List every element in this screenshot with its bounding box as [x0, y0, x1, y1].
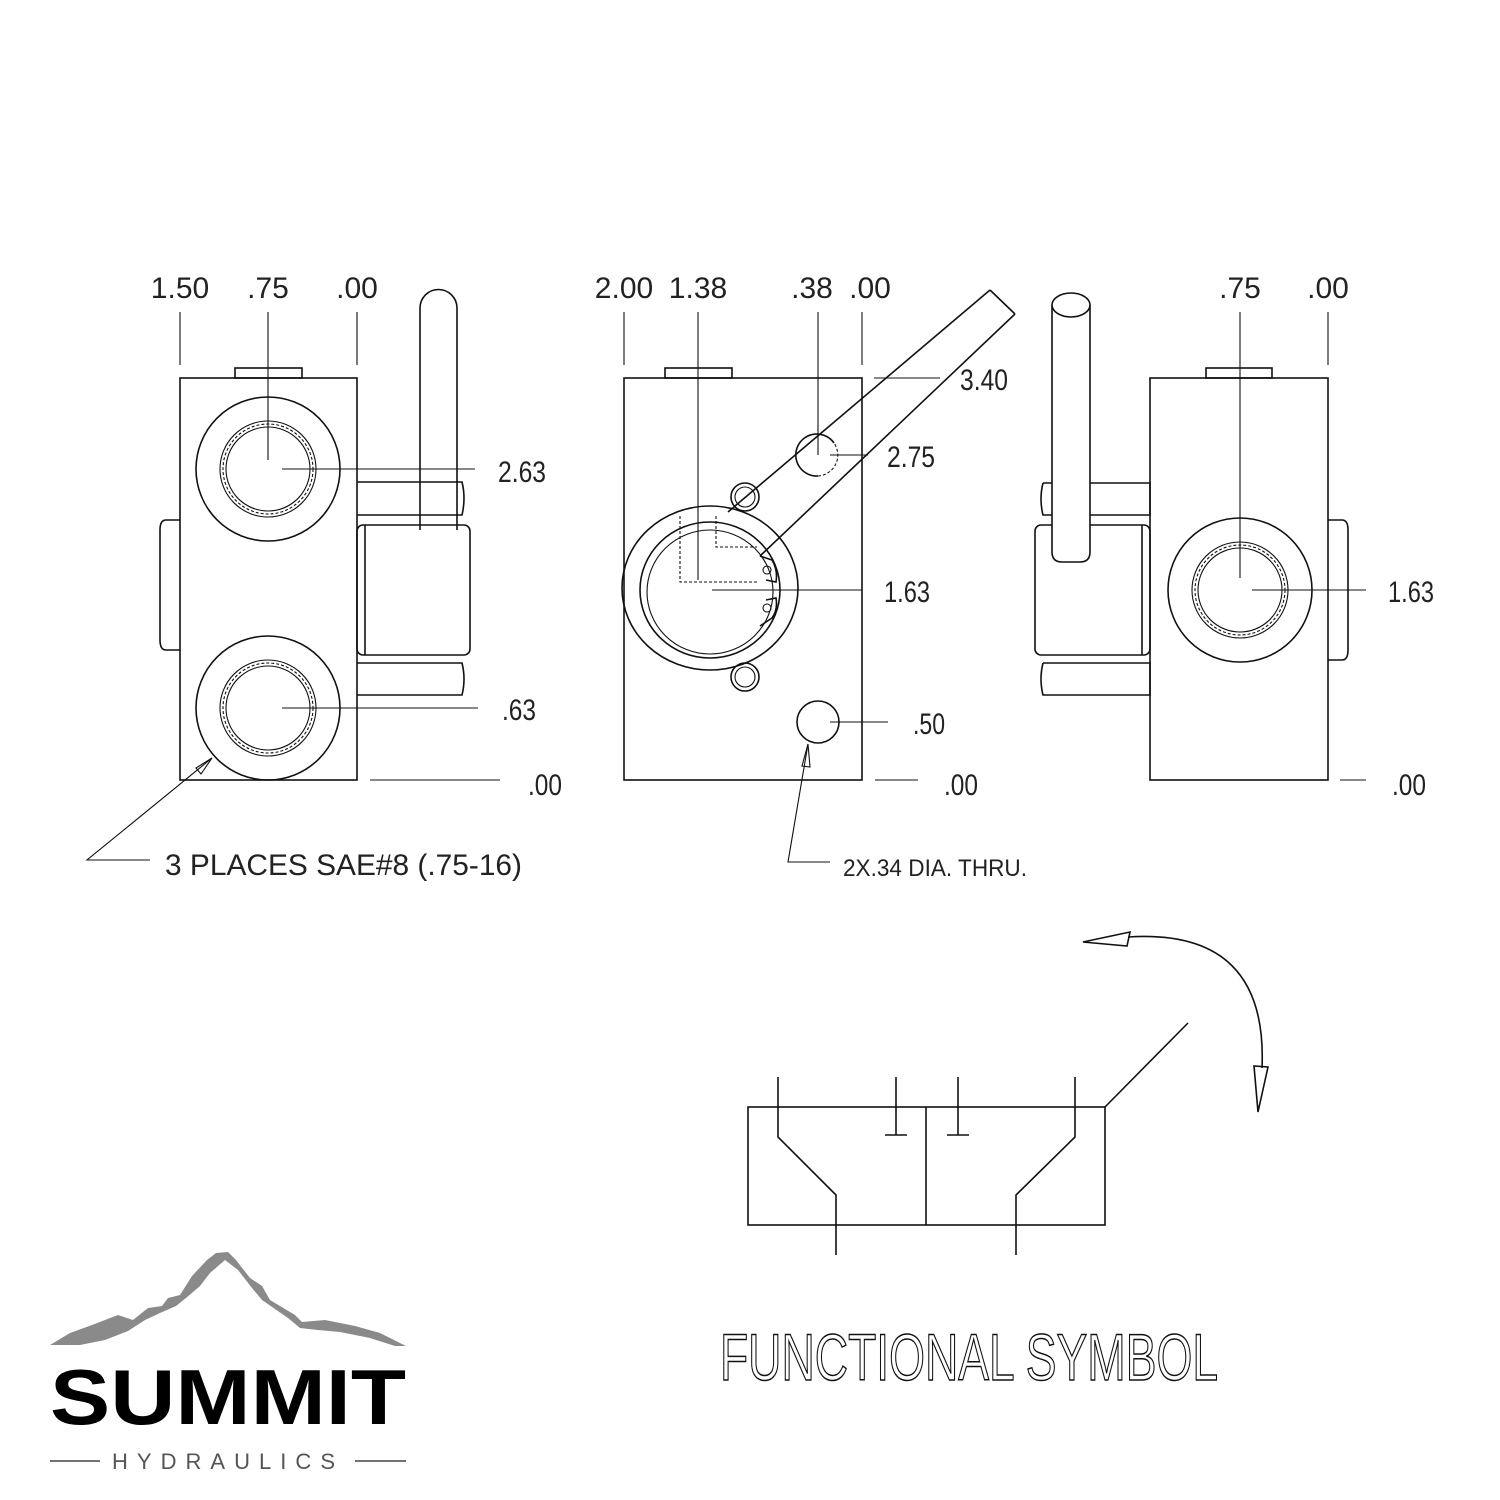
dim-label: .75	[1219, 272, 1261, 305]
port-note: 3 PLACES SAE#8 (.75-16)	[165, 849, 522, 882]
top-boss	[1205, 367, 1273, 379]
arrowhead-icon	[1253, 1065, 1269, 1113]
dim-label: 2.63	[498, 456, 546, 489]
dimension-lines	[85, 312, 500, 861]
dim-label: .75	[247, 272, 289, 305]
right-view: .75 .00 1.63 .00	[1034, 272, 1434, 802]
valve-body	[623, 377, 863, 781]
dim-label: .50	[913, 708, 945, 741]
dim-label: 1.63	[884, 576, 930, 609]
rotation-arc	[1127, 935, 1263, 1069]
dim-label: .00	[1307, 272, 1349, 305]
small-holes	[730, 482, 760, 692]
logo-name: SUMMIT	[50, 1353, 406, 1441]
dim-label: 3.40	[960, 364, 1008, 397]
left-view: 1.50 .75 .00 2.63 .63 .00 3 PLACES SAE#8…	[85, 272, 562, 882]
summit-logo: SUMMIT HYDRAULICS	[50, 1252, 406, 1474]
dim-label: 1.63	[1388, 576, 1434, 609]
hole-note: 2X.34 DIA. THRU.	[843, 855, 1027, 882]
functional-symbol: FUNCTIONAL SYMBOL	[719, 930, 1269, 1395]
dim-label: .00	[944, 769, 978, 802]
handle	[356, 288, 471, 696]
dim-label: 2.75	[887, 441, 935, 474]
dim-label: .00	[849, 272, 891, 305]
middle-view: 2.00 1.38 .38 .00 3.40 2.75 1.63 .50 .00…	[595, 272, 1027, 882]
dimension-lines	[1239, 312, 1366, 781]
dim-label: .00	[1392, 769, 1426, 802]
dim-label: 1.38	[669, 272, 727, 305]
lever-handle	[621, 289, 1016, 671]
dimension-lines	[623, 312, 940, 863]
dim-label: .38	[791, 272, 833, 305]
dim-label: 1.50	[151, 272, 209, 305]
valve-body	[1149, 377, 1329, 781]
dim-label: .63	[502, 694, 536, 727]
arrowhead-icon	[1082, 930, 1132, 947]
dim-label: .00	[336, 272, 378, 305]
dim-label: 2.00	[595, 272, 653, 305]
logo-subtitle: HYDRAULICS	[112, 1449, 348, 1474]
dim-label: .00	[528, 769, 562, 802]
functional-symbol-title: FUNCTIONAL SYMBOL	[720, 1320, 1218, 1394]
mountain-icon	[50, 1252, 406, 1346]
handle	[1034, 292, 1151, 696]
side-boss	[159, 519, 180, 651]
mount-hole-upper	[794, 433, 835, 477]
